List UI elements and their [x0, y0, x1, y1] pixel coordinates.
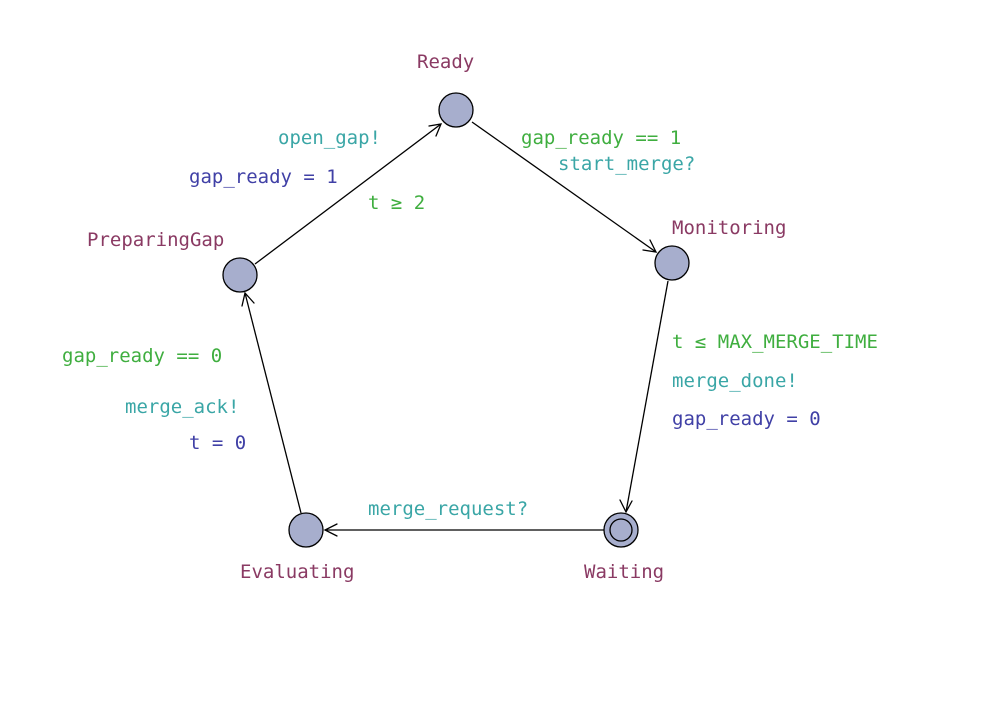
sync-label: open_gap!: [278, 127, 381, 149]
assignment-label: gap_ready = 0: [672, 408, 821, 430]
location-monitoring[interactable]: [654, 245, 690, 281]
location-preparing-gap[interactable]: [222, 257, 258, 293]
guard-label: gap_ready == 0: [62, 345, 222, 367]
location-label-evaluating: Evaluating: [240, 561, 354, 583]
guard-label: gap_ready == 1: [521, 127, 681, 149]
assignment-label: t = 0: [189, 432, 246, 454]
location-label-waiting: Waiting: [584, 561, 664, 583]
edge-evaluating-to-preparing[interactable]: [241, 291, 302, 514]
location-evaluating[interactable]: [288, 512, 324, 548]
sync-label: merge_request?: [368, 498, 528, 520]
edge-monitoring-to-waiting[interactable]: [619, 280, 669, 514]
location-label-ready: Ready: [417, 51, 474, 73]
initial-location-marker: [609, 518, 633, 542]
location-ready[interactable]: [438, 92, 474, 128]
guard-label: t ≤ MAX_MERGE_TIME: [672, 331, 878, 353]
sync-label: merge_ack!: [125, 396, 239, 418]
guard-label: t ≥ 2: [368, 192, 425, 214]
location-label-monitoring: Monitoring: [672, 217, 786, 239]
edge-ready-to-monitoring[interactable]: [471, 121, 658, 253]
edge-waiting-to-evaluating[interactable]: [323, 523, 604, 537]
sync-label: merge_done!: [672, 370, 798, 392]
location-label-preparing-gap: PreparingGap: [87, 229, 224, 251]
location-waiting[interactable]: [603, 512, 639, 548]
sync-label: start_merge?: [558, 153, 695, 175]
assignment-label: gap_ready = 1: [189, 166, 338, 188]
edge-preparing-to-ready[interactable]: [254, 123, 443, 265]
